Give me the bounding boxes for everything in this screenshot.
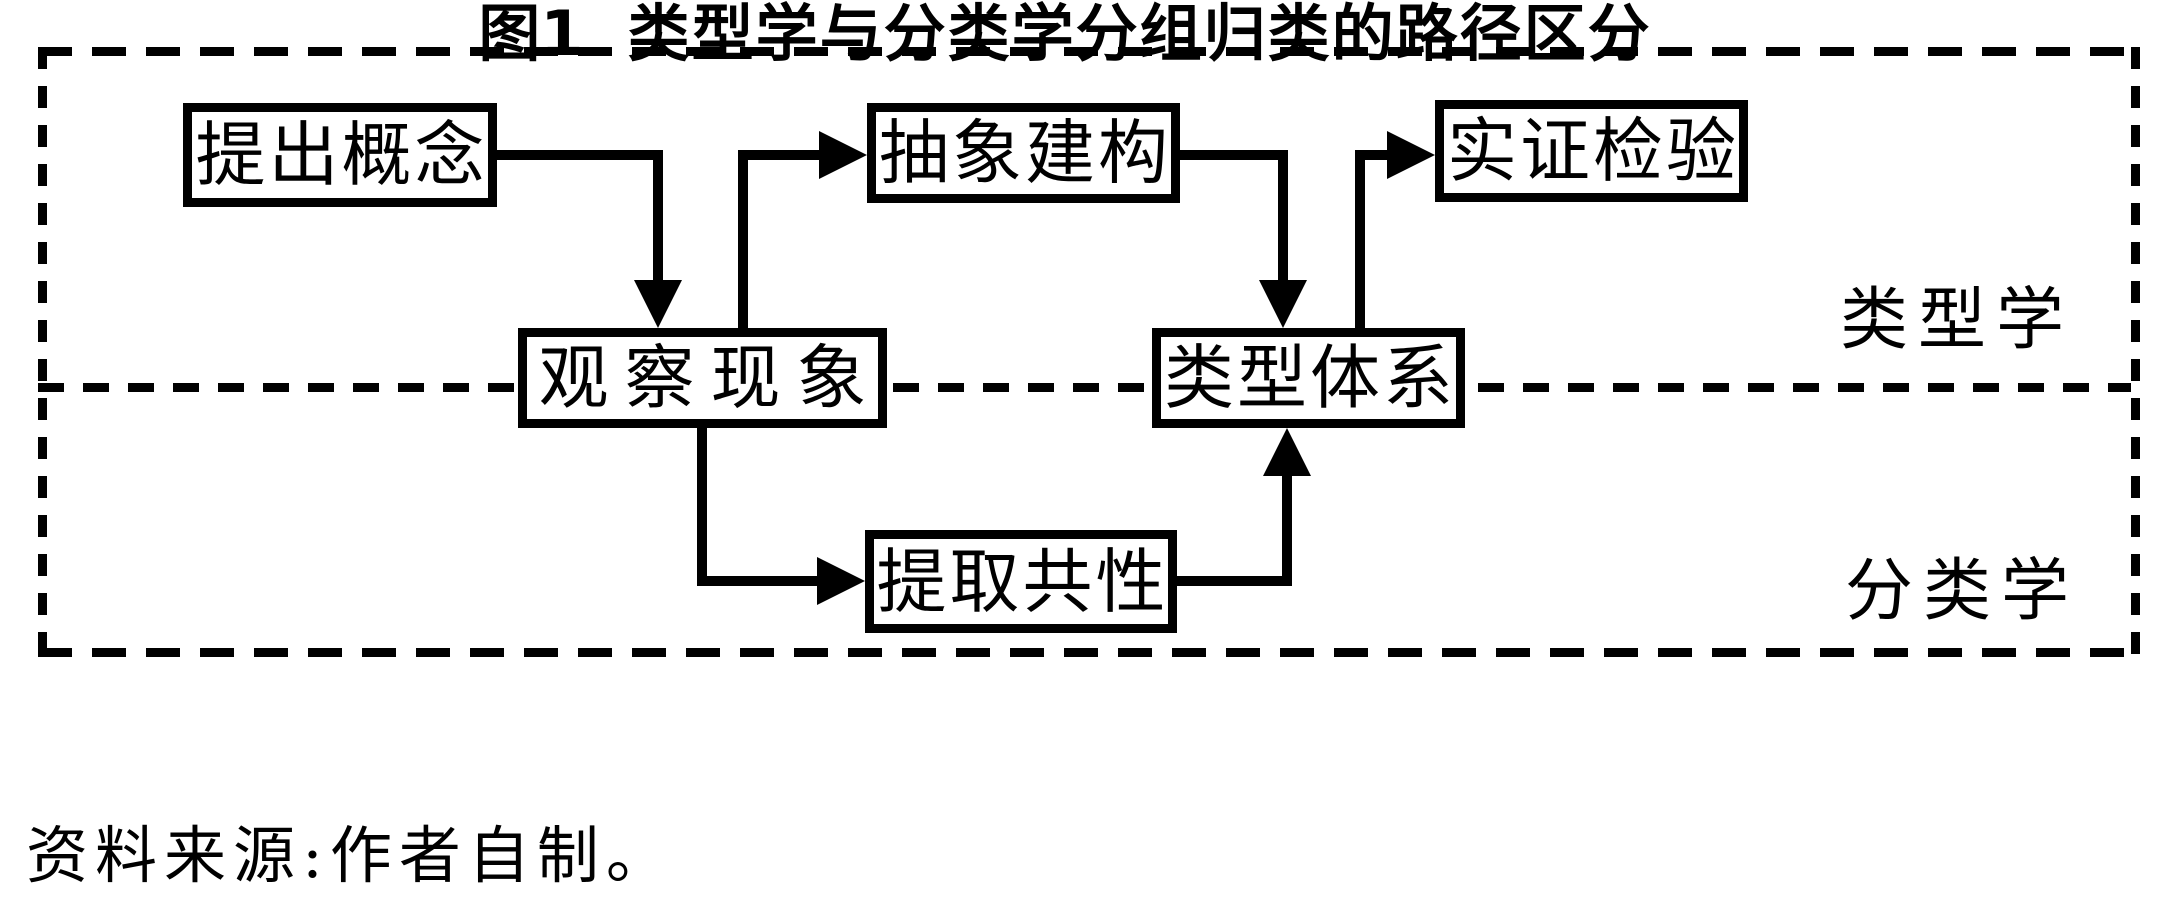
edge-line	[1355, 150, 1365, 328]
frame-border-top	[38, 47, 2140, 56]
arrowhead-up-icon	[1263, 428, 1311, 476]
node-type-system: 类型体系	[1152, 328, 1465, 428]
frame-border-left	[38, 47, 47, 657]
typology-taxonomy-divider	[38, 383, 2131, 392]
node-propose-concept: 提出概念	[183, 103, 497, 207]
region-label-typology: 类型学	[1840, 281, 2075, 360]
edge-line	[697, 576, 817, 586]
arrowhead-right-icon	[1387, 131, 1435, 179]
node-observe-phenomena: 观察现象	[518, 328, 887, 428]
figure-source-note: 资料来源:作者自制。	[26, 819, 675, 892]
arrowhead-down-icon	[1259, 280, 1307, 328]
edge-line	[497, 150, 663, 160]
edge-line	[1355, 150, 1391, 160]
arrowhead-down-icon	[634, 280, 682, 328]
region-label-taxonomy: 分类学	[1845, 552, 2080, 631]
edge-line	[1278, 150, 1288, 285]
edge-line	[1180, 150, 1288, 160]
arrowhead-right-icon	[817, 557, 865, 605]
edge-line	[738, 150, 748, 328]
node-extract-commonality: 提取共性	[865, 530, 1177, 633]
edge-line	[653, 150, 663, 285]
edge-line	[1282, 474, 1292, 586]
node-empirical-test: 实证检验	[1435, 100, 1748, 202]
node-abstract-construction: 抽象建构	[867, 103, 1180, 203]
figure-caption: 图1 类型学与分类学分组归类的路径区分	[0, 0, 2130, 68]
arrowhead-right-icon	[819, 131, 867, 179]
frame-border-right	[2131, 47, 2140, 657]
figure-caption-title: 类型学与分类学分组归类的路径区分	[627, 0, 1652, 70]
edge-line	[1177, 576, 1292, 586]
edge-line	[697, 428, 707, 586]
figure-caption-number: 图1	[478, 0, 584, 70]
edge-line	[738, 150, 823, 160]
frame-border-bottom	[38, 648, 2140, 657]
